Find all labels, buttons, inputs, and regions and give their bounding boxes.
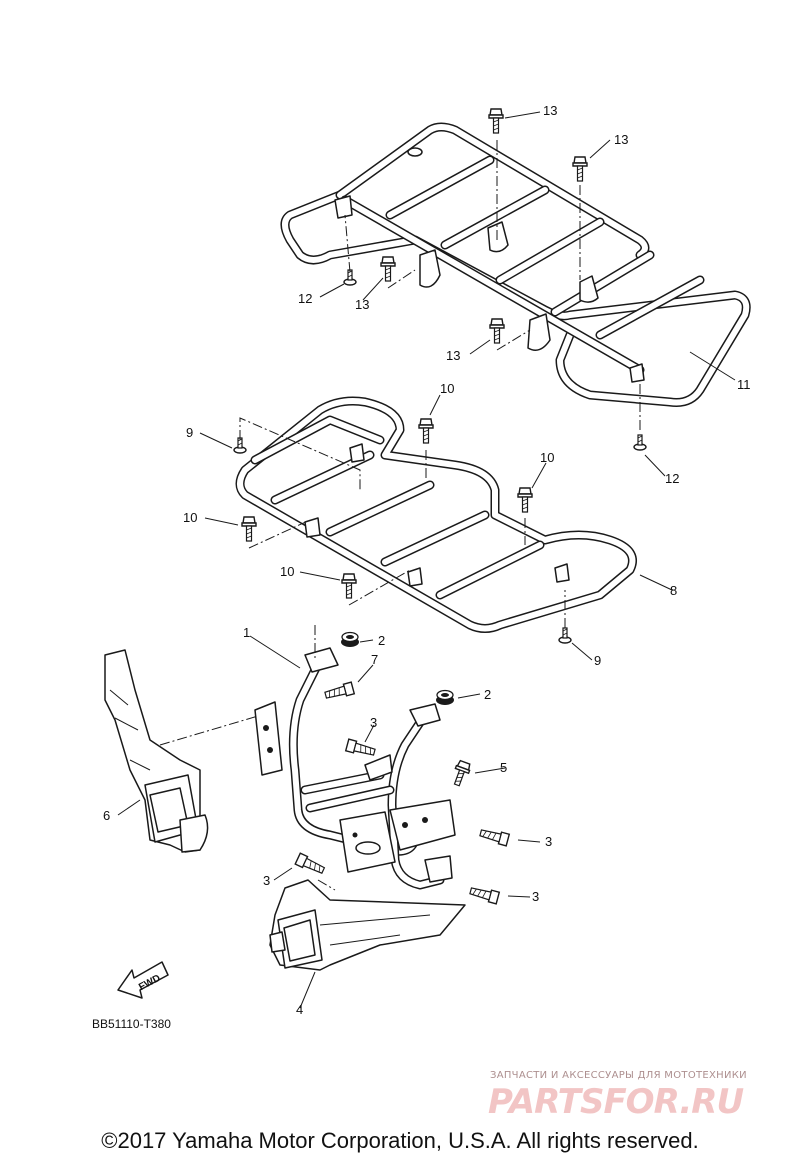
label-6: 6 — [103, 808, 110, 823]
label-3-c: 3 — [263, 873, 270, 888]
rear-carrier-part-11 — [280, 122, 751, 407]
label-3-b: 3 — [545, 834, 552, 849]
label-9-a: 9 — [186, 425, 193, 440]
washer-bolt-12-a — [343, 269, 357, 286]
label-3-d: 3 — [532, 889, 539, 904]
bolt-10-a — [418, 418, 434, 444]
label-8: 8 — [670, 583, 677, 598]
label-9-b: 9 — [594, 653, 601, 668]
front-bracket-part-1 — [254, 647, 456, 890]
label-10-a: 10 — [440, 381, 454, 396]
label-2-b: 2 — [484, 687, 491, 702]
label-10-d: 10 — [280, 564, 294, 579]
label-1: 1 — [243, 625, 250, 640]
bolt-13-c — [380, 256, 396, 282]
watermark-logo: PARTSFOR.RU — [488, 1082, 744, 1122]
bolt-13-a — [488, 108, 504, 134]
copyright-notice: ©2017 Yamaha Motor Corporation, U.S.A. A… — [101, 1128, 699, 1153]
label-13-a: 13 — [543, 103, 557, 118]
label-2-a: 2 — [378, 633, 385, 648]
label-10-b: 10 — [540, 450, 554, 465]
label-5: 5 — [500, 760, 507, 775]
bolt-3-b — [478, 826, 510, 847]
fwd-arrow-icon: FWD — [117, 961, 169, 999]
label-13-b: 13 — [614, 132, 628, 147]
washer-bolt-9-b — [558, 627, 572, 644]
bolt-3-d — [468, 884, 500, 905]
assembly-lines — [159, 140, 641, 891]
bolt-3-c — [294, 852, 327, 877]
drawing-code: BB51110-T380 — [92, 1017, 171, 1031]
grommet-2-b — [435, 689, 455, 706]
label-3-a: 3 — [370, 715, 377, 730]
front-carrier-part-8 — [235, 396, 637, 633]
cover-part-4 — [269, 879, 466, 971]
label-10-c: 10 — [183, 510, 197, 525]
label-13-d: 13 — [446, 348, 460, 363]
bolt-10-d — [341, 573, 357, 599]
bolt-10-b — [517, 487, 533, 513]
label-4: 4 — [296, 1002, 303, 1017]
label-11: 11 — [737, 377, 751, 392]
bolt-13-d — [489, 318, 505, 344]
bolt-13-b — [572, 156, 588, 182]
grommet-2-a — [340, 631, 360, 648]
washer-bolt-9-a — [233, 437, 247, 454]
bolt-3-a — [345, 738, 377, 759]
label-13-c: 13 — [355, 297, 369, 312]
leader-lines — [117, 111, 736, 1009]
watermark-tagline: ЗАПЧАСТИ И АКСЕССУАРЫ ДЛЯ МОТОТЕХНИКИ — [490, 1070, 747, 1081]
washer-bolt-12-b — [633, 434, 647, 451]
part-number-labels: 13 13 12 13 13 11 10 9 10 12 10 10 8 1 2… — [103, 103, 751, 1017]
label-12-b: 12 — [665, 471, 679, 486]
label-7: 7 — [371, 652, 378, 667]
bolt-10-c — [241, 516, 257, 542]
bolt-5 — [449, 759, 473, 789]
cover-part-6 — [104, 649, 209, 853]
bolt-7 — [323, 681, 355, 702]
label-12-a: 12 — [298, 291, 312, 306]
